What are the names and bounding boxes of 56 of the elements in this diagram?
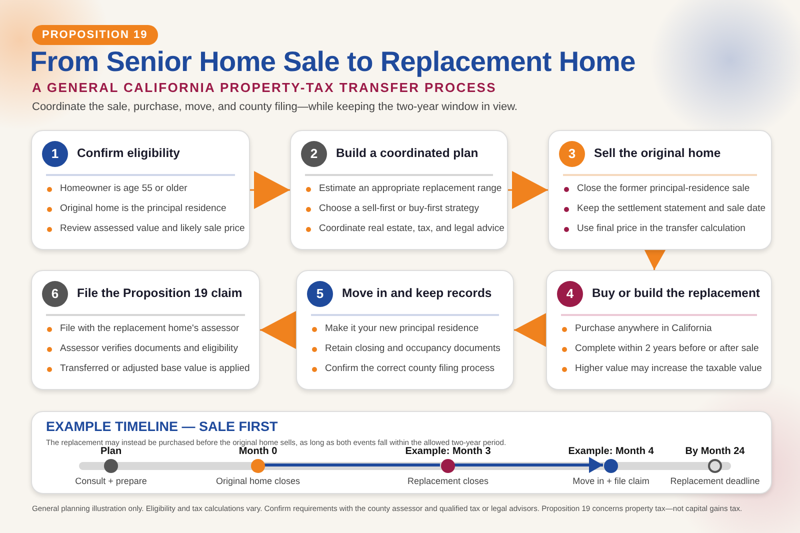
bullet-text: Transferred or adjusted base value is applied <box>60 363 250 374</box>
arrow <box>454 457 603 473</box>
step-heading: Buy or build the replacement <box>592 286 760 300</box>
step-card <box>31 270 260 390</box>
arrow <box>508 171 548 209</box>
step-number: 1 <box>42 141 68 167</box>
category-badge: PROPOSITION 19 <box>32 25 158 45</box>
step-heading: Confirm eligibility <box>77 146 180 160</box>
milestone-caption: Replacement closes <box>406 476 490 486</box>
milestone-label: Plan <box>100 446 123 457</box>
bullet-text: Confirm the correct county filing process <box>325 363 494 374</box>
step-number: 3 <box>559 141 585 167</box>
step-card <box>548 130 772 250</box>
step-heading: Build a coordinated plan <box>336 146 478 160</box>
bullet-text: Higher value may increase the taxable value <box>575 363 762 374</box>
bullet-text: Make it your new principal residence <box>325 323 479 334</box>
bullet-text: Coordinate real estate, tax, and legal advice <box>319 223 504 234</box>
arrow <box>250 171 290 209</box>
step-card <box>290 130 508 250</box>
step-heading: Sell the original home <box>594 146 721 160</box>
step-heading: File the Proposition 19 claim <box>77 286 242 300</box>
step-number: 4 <box>557 281 583 307</box>
milestone-label: Example: Month 3 <box>404 446 491 457</box>
step-number: 2 <box>301 141 327 167</box>
bullet-text: Review assessed value and likely sale price <box>60 223 245 234</box>
milestone-label: Month 0 <box>238 446 278 457</box>
bullet-text: Homeowner is age 55 or older <box>60 183 188 194</box>
bullet-text: Original home is the principal residence <box>60 203 226 214</box>
milestone-label: Example: Month 4 <box>567 446 655 457</box>
bullet-text: Assessor verifies documents and eligibility <box>60 343 238 354</box>
step-card <box>296 270 514 390</box>
step-card <box>546 270 772 390</box>
arrow <box>260 311 296 349</box>
timeline-heading: EXAMPLE TIMELINE — SALE FIRST <box>46 419 278 434</box>
subtitle: A GENERAL CALIFORNIA PROPERTY-TAX TRANSFER PROCESS <box>32 80 496 95</box>
milestone-caption: Replacement deadline <box>669 476 761 486</box>
bullet-text: Choose a sell-first or buy-first strategy <box>319 203 479 214</box>
title: From Senior Home Sale to Replacement Home <box>30 46 636 78</box>
bullet-text: Retain closing and occupancy documents <box>325 343 500 354</box>
milestone-caption: Move in + file claim <box>572 476 650 486</box>
step-heading: Move in and keep records <box>342 286 492 300</box>
bullet-text: Close the former principal-residence sale <box>577 183 750 194</box>
milestone-caption: Consult + prepare <box>74 476 148 486</box>
description: Coordinate the sale, purchase, move, and county filing—while keeping the two-year window in view. <box>32 101 518 113</box>
timeline-panel <box>31 411 772 494</box>
bullet-text: Estimate an appropriate replacement range <box>319 183 502 194</box>
milestone-label: By Month 24 <box>684 446 746 457</box>
bullet-text: Keep the settlement statement and sale date <box>577 203 766 214</box>
step-card <box>31 130 250 250</box>
milestone-caption: Original home closes <box>214 476 302 486</box>
bullet-text: Complete within 2 years before or after sale <box>575 343 759 354</box>
bullet-text: Use final price in the transfer calculation <box>577 223 746 234</box>
bullet-text: Purchase anywhere in California <box>575 323 712 334</box>
bullet-text: File with the replacement home's assessor <box>60 323 240 334</box>
step-number: 5 <box>307 281 333 307</box>
step-number: 6 <box>42 281 68 307</box>
